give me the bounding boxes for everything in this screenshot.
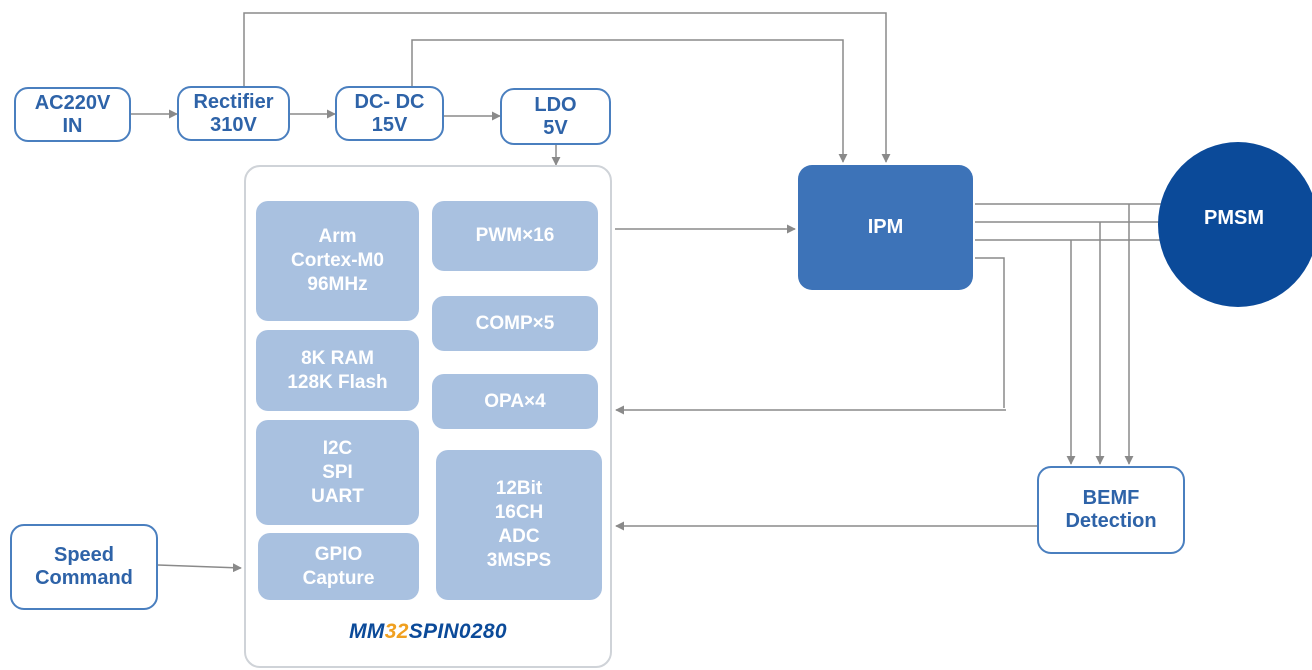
speed-line1: Speed bbox=[53, 544, 115, 566]
cpu-line3: 96MHz bbox=[307, 274, 368, 295]
memory-line1: 8K RAM bbox=[301, 347, 374, 369]
comp-block: COMP×5 bbox=[432, 296, 598, 351]
adc-line4: 3MSPS bbox=[486, 550, 552, 571]
ac-input-block: AC220V IN bbox=[14, 87, 131, 142]
wire-dcdc-to-ipm bbox=[411, 39, 848, 163]
dcdc-line2: 15V bbox=[371, 113, 408, 136]
chip-name-part3: SPIN0280 bbox=[408, 620, 507, 643]
rectifier-block: Rectifier 310V bbox=[177, 86, 290, 141]
cpu-core-block: Arm Cortex-M0 96MHz bbox=[256, 201, 419, 321]
memory-block: 8K RAM 128K Flash bbox=[256, 330, 419, 411]
chip-name-part2: 32 bbox=[384, 620, 409, 643]
interfaces-block: I2C SPI UART bbox=[256, 420, 419, 525]
chip-name-part1: MM bbox=[349, 620, 385, 643]
opa-block: OPA×4 bbox=[432, 374, 598, 429]
chip-part-number: MM32SPIN0280 bbox=[244, 620, 612, 644]
pmsm-label: PMSM bbox=[1204, 207, 1264, 229]
interfaces-line2: SPI bbox=[322, 461, 353, 483]
dcdc-block: DC- DC 15V bbox=[335, 86, 444, 141]
pwm-block: PWM×16 bbox=[432, 201, 598, 271]
ldo-line2: 5V bbox=[543, 116, 568, 139]
dcdc-line1: DC- DC bbox=[354, 90, 425, 113]
interfaces-line1: I2C bbox=[322, 437, 353, 459]
wire-speed-to-gpio bbox=[157, 563, 242, 573]
bemf-line1: BEMF bbox=[1082, 487, 1140, 509]
bemf-line2: Detection bbox=[1065, 510, 1157, 532]
opa-label: OPA×4 bbox=[484, 390, 546, 412]
adc-line3: ADC bbox=[498, 526, 540, 547]
ldo-line1: LDO bbox=[534, 93, 577, 116]
gpio-line2: Capture bbox=[302, 567, 375, 589]
ac-input-line2: IN bbox=[62, 114, 83, 137]
pmsm-motor: PMSM bbox=[1158, 142, 1312, 307]
cpu-line2: Cortex-M0 bbox=[291, 250, 384, 271]
bemf-detection-block: BEMF Detection bbox=[1037, 466, 1185, 554]
cpu-line1: Arm bbox=[318, 226, 357, 247]
interfaces-line3: UART bbox=[311, 485, 364, 507]
adc-line1: 12Bit bbox=[495, 478, 543, 499]
comp-label: COMP×5 bbox=[475, 312, 555, 334]
pwm-label: PWM×16 bbox=[475, 225, 555, 246]
speed-line2: Command bbox=[35, 567, 133, 589]
wire-rectifier-to-ipm bbox=[243, 12, 891, 163]
gpio-block: GPIO Capture bbox=[258, 533, 419, 600]
speed-command-block: Speed Command bbox=[10, 524, 158, 610]
rectifier-line2: 310V bbox=[210, 113, 257, 136]
ipm-label: IPM bbox=[867, 216, 904, 238]
adc-block: 12Bit 16CH ADC 3MSPS bbox=[436, 450, 602, 600]
wire-ipm-to-opa bbox=[975, 257, 1005, 408]
ldo-block: LDO 5V bbox=[500, 88, 611, 145]
ac-input-line1: AC220V bbox=[34, 91, 111, 114]
rectifier-line1: Rectifier bbox=[193, 90, 274, 113]
memory-line2: 128K Flash bbox=[287, 371, 388, 393]
gpio-line1: GPIO bbox=[314, 543, 363, 565]
ipm-block: IPM bbox=[798, 165, 973, 290]
adc-line2: 16CH bbox=[494, 502, 544, 523]
